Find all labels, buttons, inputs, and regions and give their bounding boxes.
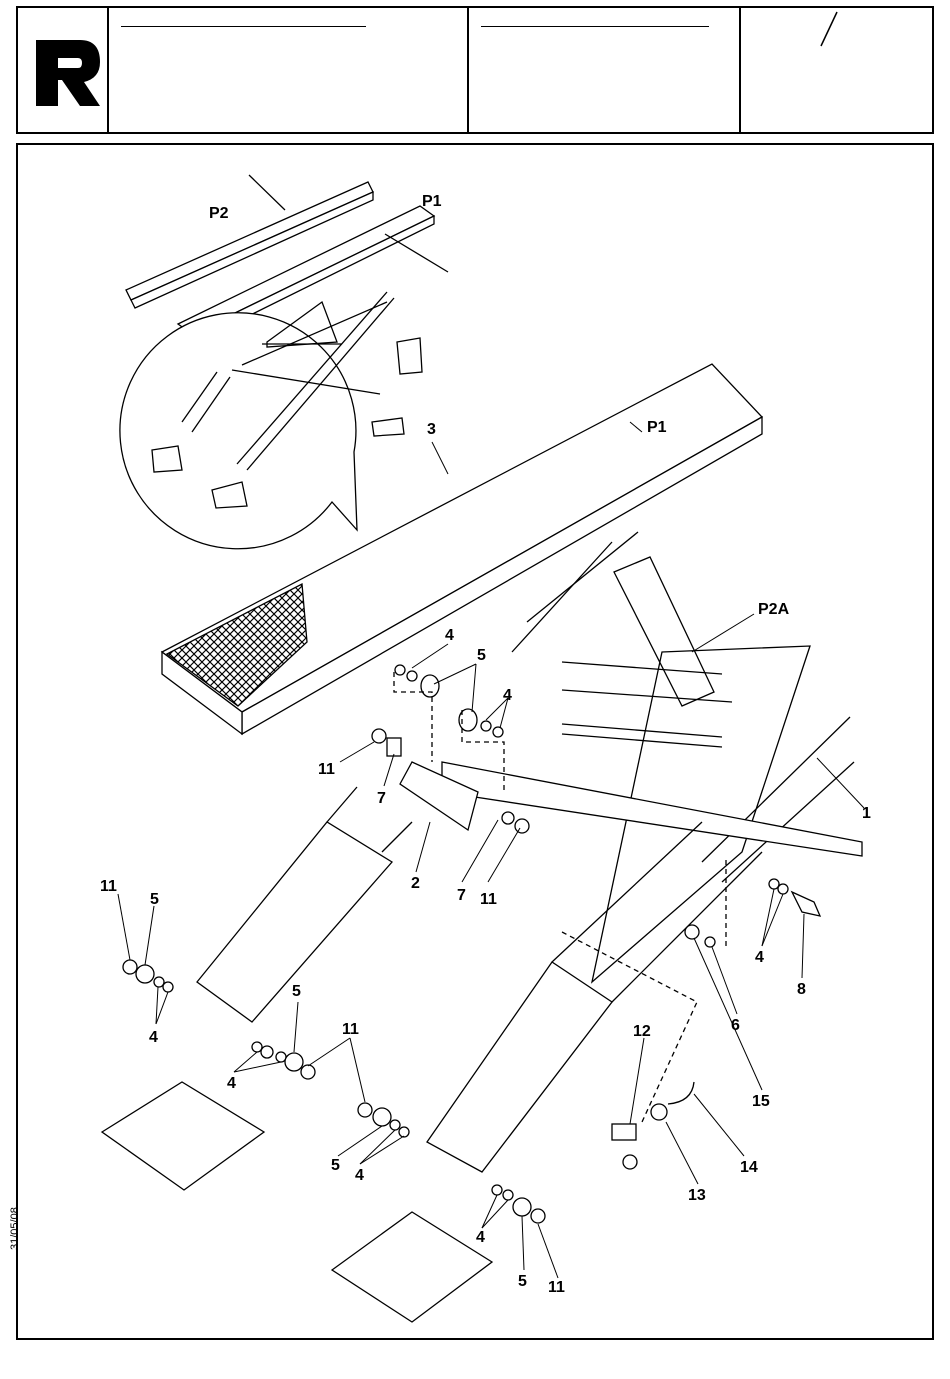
label-11e: 11 [548, 1279, 565, 1296]
label-p1-runway: P1 [647, 419, 667, 436]
label-p2a: P2A [758, 601, 790, 618]
title-block [16, 6, 934, 134]
logo-cell [18, 8, 109, 132]
label-4f: 4 [355, 1167, 364, 1184]
label-4e: 4 [227, 1075, 236, 1092]
sheet-field [741, 8, 934, 132]
label-4c: 4 [149, 1029, 158, 1046]
label-14: 14 [740, 1159, 758, 1176]
label-5b: 5 [150, 891, 159, 908]
model-underline [481, 26, 709, 27]
label-15: 15 [752, 1093, 770, 1110]
label-8: 8 [797, 981, 806, 998]
label-1: 1 [862, 805, 871, 822]
title-field [109, 8, 469, 132]
label-p1-top: P1 [422, 193, 442, 210]
label-12: 12 [633, 1023, 651, 1040]
title-underline [121, 26, 366, 27]
model-field [469, 8, 741, 132]
label-6: 6 [731, 1017, 740, 1034]
label-5a: 5 [477, 647, 486, 664]
detail-callout [120, 292, 422, 549]
label-11d: 11 [342, 1021, 359, 1038]
label-4b: 4 [503, 687, 512, 704]
label-11b: 11 [480, 891, 497, 908]
label-5c: 5 [292, 983, 301, 1000]
label-5e: 5 [518, 1273, 527, 1290]
label-13: 13 [688, 1187, 706, 1204]
exploded-view-drawing: P2 P1 P1 3 P2A 4 5 4 11 7 1 2 7 11 11 5 … [18, 145, 932, 1338]
stylized-r-logo-icon [18, 8, 109, 134]
label-2: 2 [411, 875, 420, 892]
label-5d: 5 [331, 1157, 340, 1174]
label-p2: P2 [209, 205, 229, 222]
label-4d: 4 [755, 949, 764, 966]
label-7a: 7 [377, 790, 386, 807]
pivot-plates [102, 1082, 492, 1322]
exploded-view-frame: P2 P1 P1 3 P2A 4 5 4 11 7 1 2 7 11 11 5 … [16, 143, 934, 1340]
label-7b: 7 [457, 887, 466, 904]
label-3: 3 [427, 421, 436, 438]
sheet-mark [741, 8, 931, 68]
label-4a: 4 [445, 627, 454, 644]
label-11c: 11 [100, 878, 117, 895]
label-11a: 11 [318, 761, 335, 778]
label-4g: 4 [476, 1229, 485, 1246]
